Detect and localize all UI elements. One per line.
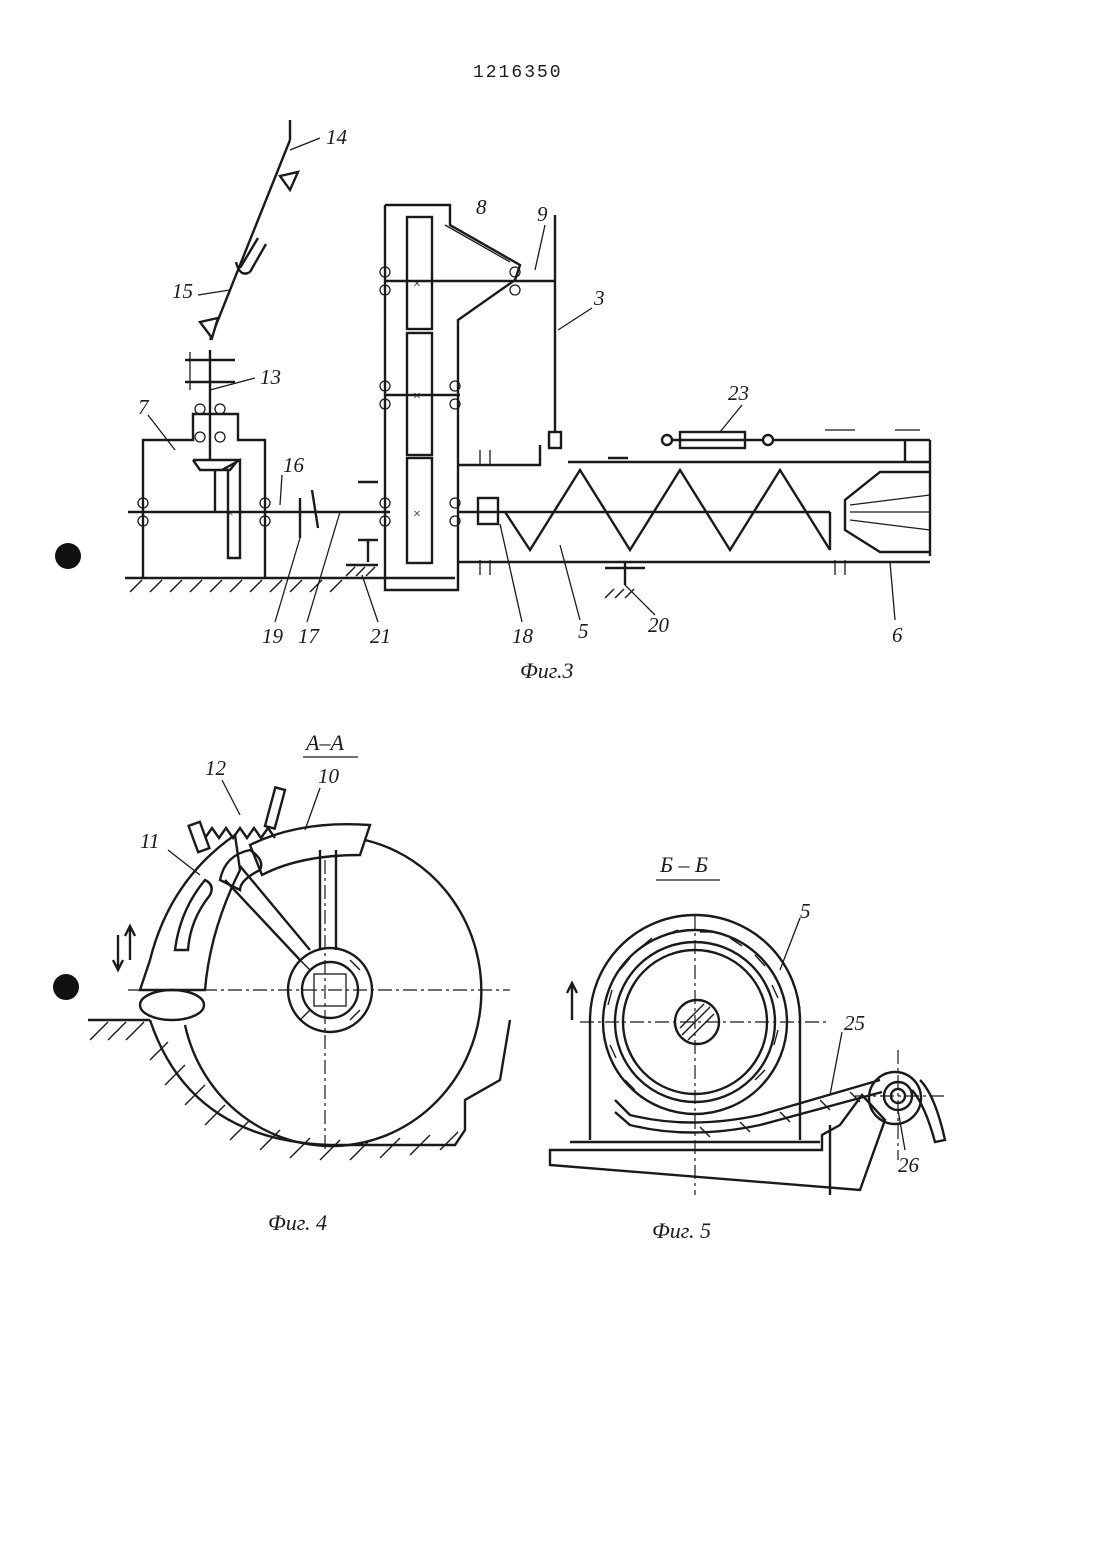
label-6: 6 bbox=[892, 623, 903, 647]
punch-hole-upper bbox=[55, 543, 81, 569]
svg-text:×: × bbox=[413, 389, 421, 404]
figure-4-caption: Фиг. 4 bbox=[268, 1210, 327, 1235]
screw-auger bbox=[505, 470, 830, 550]
label-3: 3 bbox=[593, 286, 605, 310]
arc-segment-10 bbox=[250, 824, 370, 875]
svg-text:×: × bbox=[413, 507, 421, 522]
gear-column-housing bbox=[385, 205, 520, 590]
label-19: 19 bbox=[262, 624, 284, 648]
label-25: 25 bbox=[844, 1011, 865, 1035]
ground-hatching-left bbox=[130, 580, 342, 592]
label-16: 16 bbox=[283, 453, 305, 477]
label-23: 23 bbox=[728, 381, 749, 405]
label-5-fig5: 5 bbox=[800, 899, 811, 923]
svg-text:×: × bbox=[413, 277, 421, 292]
figure-3-drive-scheme: × × × × bbox=[125, 120, 930, 683]
label-13: 13 bbox=[260, 365, 281, 389]
label-5: 5 bbox=[578, 619, 589, 643]
figure-4-section-title: А–А bbox=[304, 730, 344, 755]
label-17: 17 bbox=[298, 624, 321, 648]
label-8: 8 bbox=[476, 195, 487, 219]
label-14: 14 bbox=[326, 125, 348, 149]
label-18: 18 bbox=[512, 624, 534, 648]
cardan-shaft bbox=[210, 140, 290, 340]
figure-4-section-a-a: А–А bbox=[88, 730, 510, 1235]
figure-5-section-title: Б – Б bbox=[659, 852, 708, 877]
gearbox-housing bbox=[143, 414, 265, 578]
label-12: 12 bbox=[205, 756, 227, 780]
figure-3-caption: Фиг.3 bbox=[520, 658, 574, 683]
punch-hole-lower bbox=[53, 974, 79, 1000]
belt-25 bbox=[615, 1080, 880, 1123]
svg-text:×: × bbox=[227, 506, 234, 520]
figure-5-caption: Фиг. 5 bbox=[652, 1218, 711, 1243]
column-bearings bbox=[380, 267, 520, 526]
figure-5-section-b-b: Б – Б bbox=[550, 852, 945, 1243]
label-20: 20 bbox=[648, 613, 670, 637]
label-21: 21 bbox=[370, 624, 391, 648]
label-11: 11 bbox=[140, 829, 159, 853]
label-15: 15 bbox=[172, 279, 193, 303]
lever-11 bbox=[140, 835, 240, 990]
label-26: 26 bbox=[898, 1153, 920, 1177]
label-10: 10 bbox=[318, 764, 340, 788]
label-7: 7 bbox=[138, 395, 150, 419]
document-number: 1216350 bbox=[473, 63, 563, 83]
label-9: 9 bbox=[537, 202, 548, 226]
